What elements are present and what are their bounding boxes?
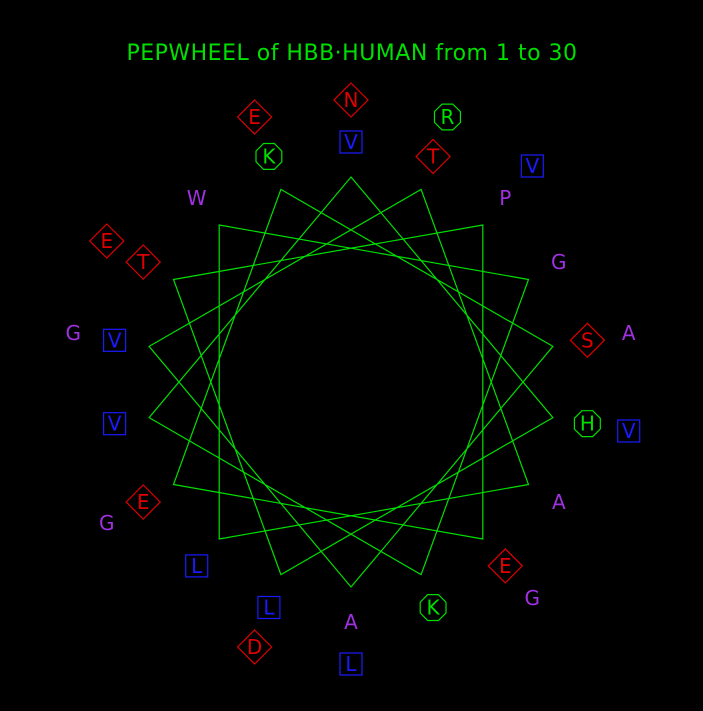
- residue-7: E: [125, 484, 162, 520]
- residue-letter: G: [525, 586, 541, 610]
- diamond-marker: [487, 548, 524, 584]
- diamond-marker: [88, 223, 125, 259]
- residue-3: L: [257, 595, 281, 620]
- square-marker: [102, 328, 127, 352]
- residue-letter: A: [552, 490, 566, 514]
- residue-17: K: [419, 593, 447, 622]
- residue-letter: V: [344, 130, 358, 154]
- octagon-marker: [419, 593, 447, 622]
- residue-letter: N: [344, 88, 359, 112]
- diamond-marker: [236, 99, 273, 135]
- octagon-marker: [573, 410, 601, 438]
- residue-8: K: [255, 142, 283, 170]
- residue-letter: T: [426, 145, 440, 169]
- square-marker: [339, 130, 363, 154]
- diamond-marker: [569, 322, 606, 359]
- residue-letter: G: [66, 321, 82, 345]
- square-marker: [185, 554, 209, 578]
- residue-5: P: [499, 186, 511, 210]
- residue-letter: E: [100, 229, 113, 253]
- residue-letter: G: [99, 511, 115, 535]
- residue-letter: V: [108, 412, 122, 436]
- residue-24: G: [525, 586, 541, 610]
- residue-letter: V: [108, 328, 122, 352]
- residue-letter: E: [248, 105, 261, 129]
- residue-20: V: [617, 419, 641, 443]
- residue-2: H: [573, 410, 601, 438]
- residue-letter: E: [499, 554, 512, 578]
- residue-letter: L: [191, 554, 203, 578]
- residue-18: V: [102, 412, 127, 436]
- diamond-marker: [125, 244, 162, 280]
- residue-26: E: [236, 99, 273, 135]
- residue-letter: T: [136, 250, 150, 274]
- residue-letter: G: [551, 250, 567, 274]
- octagon-marker: [255, 142, 283, 170]
- residue-letter: E: [137, 490, 150, 514]
- residue-27: A: [622, 321, 636, 345]
- residue-letter: S: [581, 328, 594, 352]
- residue-11: V: [102, 328, 127, 352]
- diamond-marker: [415, 138, 451, 175]
- square-marker: [617, 419, 641, 443]
- residue-21: D: [236, 629, 273, 665]
- residue-19: N: [333, 82, 369, 118]
- residue-letter: K: [427, 596, 441, 620]
- residue-23: V: [520, 154, 544, 178]
- residue-letter: W: [187, 186, 207, 210]
- square-marker: [339, 652, 363, 676]
- diamond-marker: [236, 629, 273, 665]
- residue-10: A: [344, 610, 358, 634]
- residue-29: G: [66, 321, 82, 345]
- residue-letter: V: [622, 419, 636, 443]
- residue-letter: L: [263, 596, 275, 620]
- residue-28: L: [339, 652, 363, 676]
- residue-letter: V: [525, 154, 539, 178]
- residue-16: G: [551, 250, 567, 274]
- square-marker: [520, 154, 544, 178]
- residue-9: S: [569, 322, 606, 359]
- residue-letter: H: [580, 412, 595, 436]
- residue-13: A: [552, 490, 566, 514]
- residue-letter: L: [345, 652, 357, 676]
- diamond-marker: [333, 82, 369, 118]
- residue-25: G: [99, 511, 115, 535]
- residue-1: V: [339, 130, 363, 154]
- page-title: PEPWHEEL of HBB·HUMAN from 1 to 30: [126, 41, 577, 66]
- square-marker: [257, 595, 281, 620]
- square-marker: [102, 412, 127, 436]
- residue-30: R: [433, 103, 461, 131]
- residue-letter: D: [247, 635, 262, 659]
- residue-6: E: [487, 548, 524, 584]
- residue-14: L: [185, 554, 209, 578]
- diamond-marker: [125, 484, 162, 520]
- wheel-polygon: [148, 176, 554, 588]
- residue-letter: P: [499, 186, 511, 210]
- residue-12: T: [415, 138, 451, 175]
- residue-letter: K: [262, 145, 276, 169]
- residue-letter: A: [622, 321, 636, 345]
- residue-15: W: [187, 186, 207, 210]
- residue-letter: R: [440, 105, 454, 129]
- octagon-marker: [433, 103, 461, 131]
- residue-4: T: [125, 244, 162, 280]
- residue-22: E: [88, 223, 125, 259]
- residue-letter: A: [344, 610, 358, 634]
